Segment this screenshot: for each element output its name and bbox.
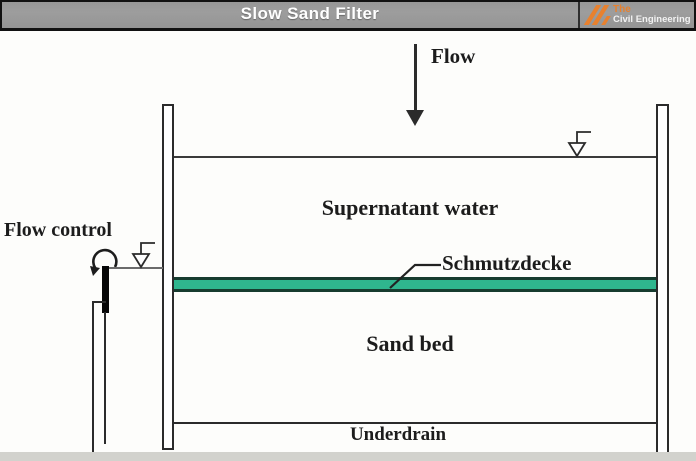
flow-control-label: Flow control — [4, 219, 112, 241]
logo-brand-line2: Civil Engineering — [613, 14, 691, 26]
outlet-pipe-top — [92, 301, 106, 303]
tank-left-wall — [162, 104, 174, 450]
bottom-edge-strip — [0, 452, 696, 461]
flow-label: Flow — [431, 44, 476, 68]
schmutzdecke-leader-line — [389, 263, 441, 289]
valve-gate — [102, 266, 109, 313]
outlet-water-level-icon — [131, 242, 155, 269]
supernatant-water-label: Supernatant water — [321, 195, 499, 220]
outlet-pipe-right-wall — [104, 312, 106, 444]
logo-wordmark: The Civil Engineering — [613, 3, 691, 26]
underdrain-top-line — [174, 422, 656, 424]
water-surface-line — [174, 156, 656, 158]
outlet-weir-line — [109, 267, 163, 269]
logo-slashes-icon — [583, 4, 611, 26]
flow-down-arrow-icon — [414, 44, 417, 110]
outlet-pipe-left-wall — [92, 301, 94, 453]
brand-logo: The Civil Engineering — [578, 2, 694, 28]
water-level-icon — [567, 131, 591, 158]
page-title: Slow Sand Filter — [240, 3, 380, 23]
schmutzdecke-layer — [174, 277, 656, 292]
valve-rotation-icon — [90, 248, 118, 276]
underdrain-label: Underdrain — [349, 424, 447, 445]
logo-brand-line1: The — [613, 3, 631, 15]
tank-right-wall — [656, 104, 669, 455]
schmutzdecke-label: Schmutzdecke — [442, 251, 572, 275]
title-bar: Slow Sand Filter The Civil Engineering — [0, 0, 696, 31]
flow-arrow-head-icon — [406, 110, 424, 126]
sand-bed-label: Sand bed — [366, 331, 454, 356]
